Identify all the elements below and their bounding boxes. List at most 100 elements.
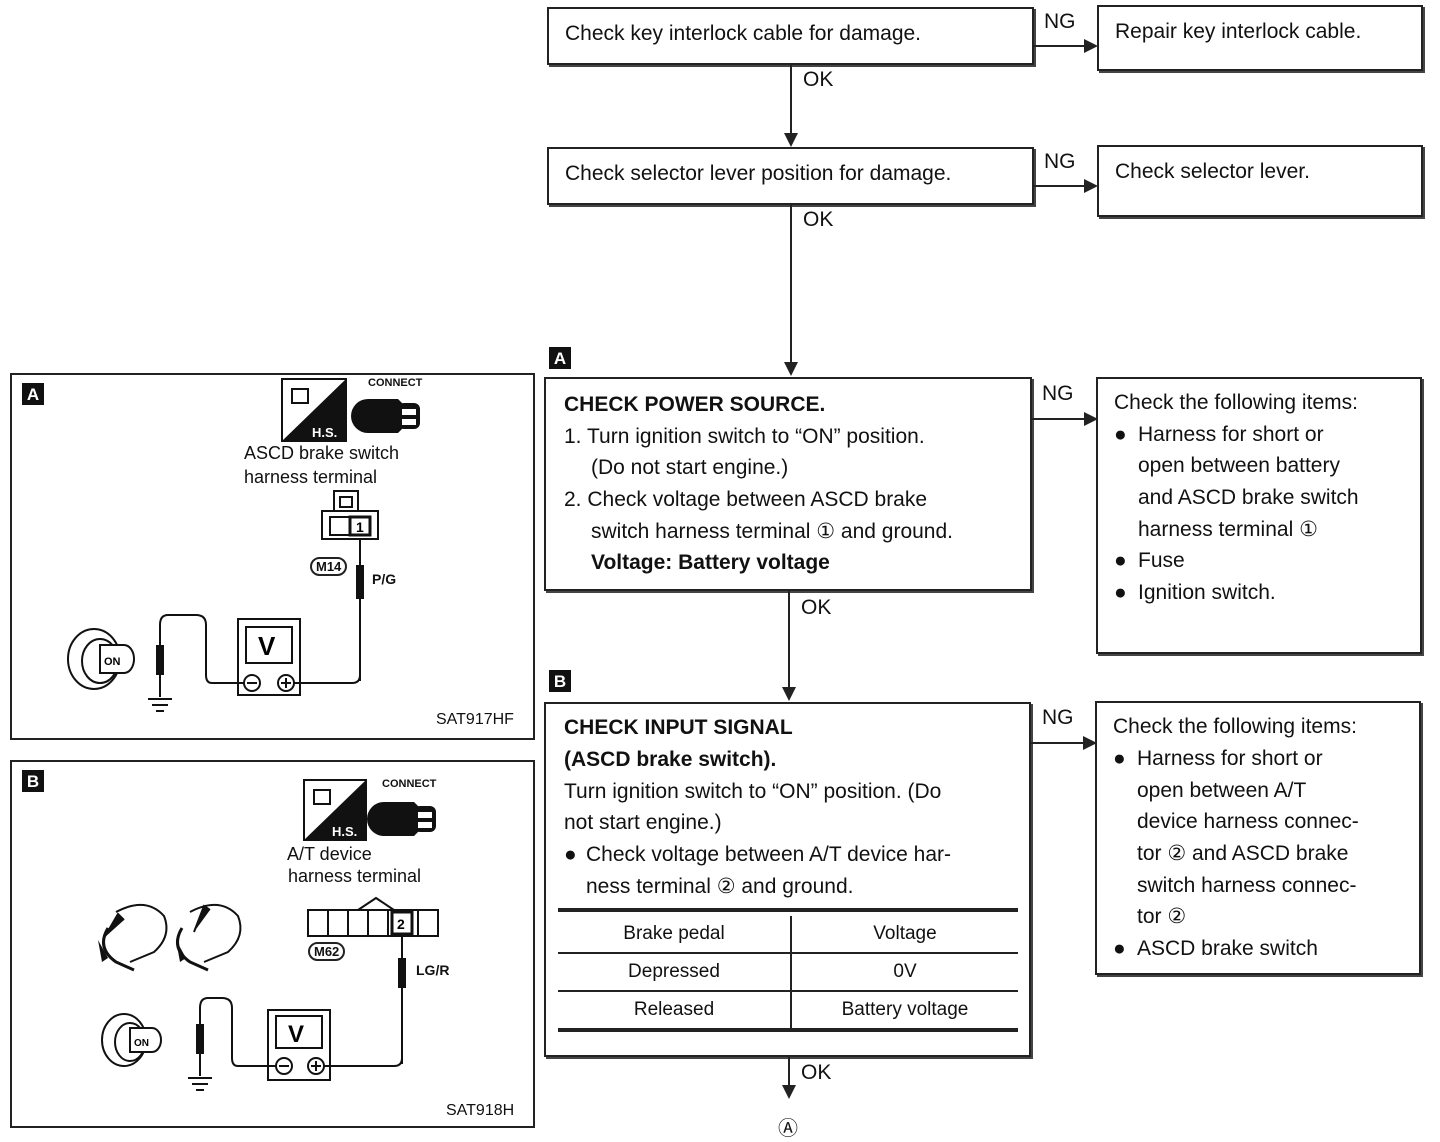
stepB-ng-arrow: [1083, 736, 1097, 750]
connector-icon: [351, 399, 420, 433]
bullet: ●: [1113, 937, 1126, 960]
terminal-connector: 2: [307, 896, 439, 937]
step2-text: Check selector lever position for damage…: [565, 162, 952, 185]
hs-icon: H.S.: [303, 779, 367, 841]
stepB-box: CHECK INPUT SIGNAL (ASCD brake switch). …: [544, 702, 1031, 1057]
stepA-ng-line: [1032, 418, 1086, 420]
table-header-cell: Brake pedal: [558, 916, 792, 954]
terminal-pin-label: 2: [397, 916, 405, 932]
step1-ng-line: [1034, 45, 1086, 47]
figure-b-wire-color: LG/R: [416, 962, 450, 978]
table-row: Released Battery voltage: [558, 991, 1018, 1032]
ground-icon: [148, 698, 172, 712]
stepA-line4: switch harness terminal ① and ground.: [591, 520, 954, 543]
list-item: switch harness connec-: [1137, 874, 1357, 897]
step1-ng-arrow: [1084, 39, 1098, 53]
figure-a-connector-id: M14: [310, 557, 348, 576]
figure-a-drawing: H.S. 1 V: [67, 378, 420, 712]
voltmeter: V: [237, 618, 301, 696]
step2-ng-arrow: [1084, 179, 1098, 193]
brake-pedal-released-icon: [176, 904, 242, 972]
voltmeter-label: V: [258, 631, 276, 661]
list-item: open between A/T: [1137, 779, 1307, 802]
stepA-line3: 2. Check voltage between ASCD brake: [564, 488, 928, 511]
bullet: ●: [564, 843, 577, 866]
hs-icon-text: H.S.: [332, 824, 357, 839]
stepB-line4: ness terminal ② and ground.: [586, 875, 854, 898]
stepA-line1: 1. Turn ignition switch to “ON” position…: [564, 425, 925, 448]
stepB-line2: not start engine.): [564, 811, 722, 834]
stepB-line3: Check voltage between A/T device har-: [586, 843, 951, 866]
figure-a-label2: harness terminal: [244, 467, 378, 487]
stepB-ng-label: NG: [1042, 706, 1074, 729]
ignition-key-icon: ON: [101, 1013, 162, 1067]
bullet: ●: [1114, 581, 1127, 604]
figure-a-connect-label: CONNECT: [368, 377, 423, 389]
ignition-key-icon: ON: [67, 628, 135, 690]
stepA-title: CHECK POWER SOURCE.: [564, 393, 826, 416]
list-item: tor ②: [1137, 905, 1187, 928]
bullet: ●: [1114, 549, 1127, 572]
stepA-line5: Voltage: Battery voltage: [591, 551, 830, 574]
table-header-row: Brake pedal Voltage: [558, 916, 1018, 954]
step1-ok-line: [790, 65, 792, 135]
step1-box: Check key interlock cable for damage.: [547, 7, 1034, 65]
positive-lead: [294, 674, 361, 684]
figure-a-label1: ASCD brake switch: [244, 443, 400, 463]
brake-pedal-depressed-icon: [98, 904, 168, 972]
terminal-connector: 1: [321, 490, 379, 540]
signal-table: Brake pedal Voltage Depressed 0V Release…: [558, 916, 1018, 1032]
step2-box: Check selector lever position for damage…: [547, 147, 1034, 205]
table-top-rule: [558, 908, 1018, 912]
terminal-pin-label: 1: [356, 519, 364, 535]
stepB-ok-label: OK: [801, 1061, 832, 1084]
figure-b-drawing: H.S. 2 V: [98, 779, 439, 1091]
probe: [356, 565, 364, 599]
figure-b-label2: harness terminal: [288, 866, 422, 886]
stepA-ng-title: Check the following items:: [1114, 391, 1358, 414]
ground-probe: [156, 645, 164, 675]
table-cell: Depressed: [558, 953, 792, 992]
step1-text: Check key interlock cable for damage.: [565, 22, 922, 45]
stepB-line1: Turn ignition switch to “ON” position. (…: [564, 780, 942, 803]
figure-a-code: SAT917HF: [436, 711, 514, 728]
stepA-ng-arrow: [1084, 412, 1098, 426]
voltmeter: V: [267, 1009, 331, 1081]
stepA-ok-arrow: [782, 687, 796, 701]
step2-ng-result-box: Check selector lever.: [1097, 145, 1423, 217]
table-header-cell: Voltage: [791, 916, 1018, 954]
stepA-box: CHECK POWER SOURCE. 1. Turn ignition swi…: [544, 377, 1032, 591]
ground-probe: [196, 1024, 204, 1054]
list-item: tor ② and ASCD brake: [1137, 842, 1349, 865]
list-item: Ignition switch.: [1138, 581, 1276, 604]
stepB-ok-arrow: [782, 1085, 796, 1099]
step1-ok-arrow: [784, 133, 798, 147]
ignition-key-label: ON: [104, 656, 121, 668]
list-item: device harness connec-: [1137, 810, 1359, 833]
figure-b-connector-id: M62: [308, 942, 346, 961]
table-cell: 0V: [791, 953, 1018, 992]
step1-ng-label: NG: [1044, 10, 1076, 33]
stepA-ok-line: [788, 591, 790, 689]
positive-lead: [324, 1057, 403, 1067]
bullet: ●: [1114, 423, 1127, 446]
list-item: Harness for short or: [1137, 747, 1323, 770]
bullet: ●: [1113, 747, 1126, 770]
step2-ng-line: [1034, 185, 1086, 187]
list-item: ASCD brake switch: [1137, 937, 1318, 960]
table-cell: Battery voltage: [791, 991, 1018, 1032]
step2-ng-result: Check selector lever.: [1115, 160, 1310, 183]
table-cell: Released: [558, 991, 792, 1032]
step2-ok-arrow: [784, 362, 798, 376]
hs-icon-text: H.S.: [312, 425, 337, 440]
negative-lead: [199, 997, 276, 1076]
stepB-title2: (ASCD brake switch).: [564, 748, 777, 771]
figure-b-connect-label: CONNECT: [382, 778, 437, 790]
stepB-ng-title: Check the following items:: [1113, 715, 1357, 738]
stepB-ng-result-box: Check the following items: ● Harness for…: [1095, 701, 1421, 975]
list-item: Harness for short or: [1138, 423, 1324, 446]
figure-a: A CONNECT ASCD brake switch harness term…: [10, 373, 535, 740]
ignition-key-label: ON: [134, 1038, 149, 1049]
negative-lead: [159, 614, 244, 697]
step2-ng-label: NG: [1044, 150, 1076, 173]
